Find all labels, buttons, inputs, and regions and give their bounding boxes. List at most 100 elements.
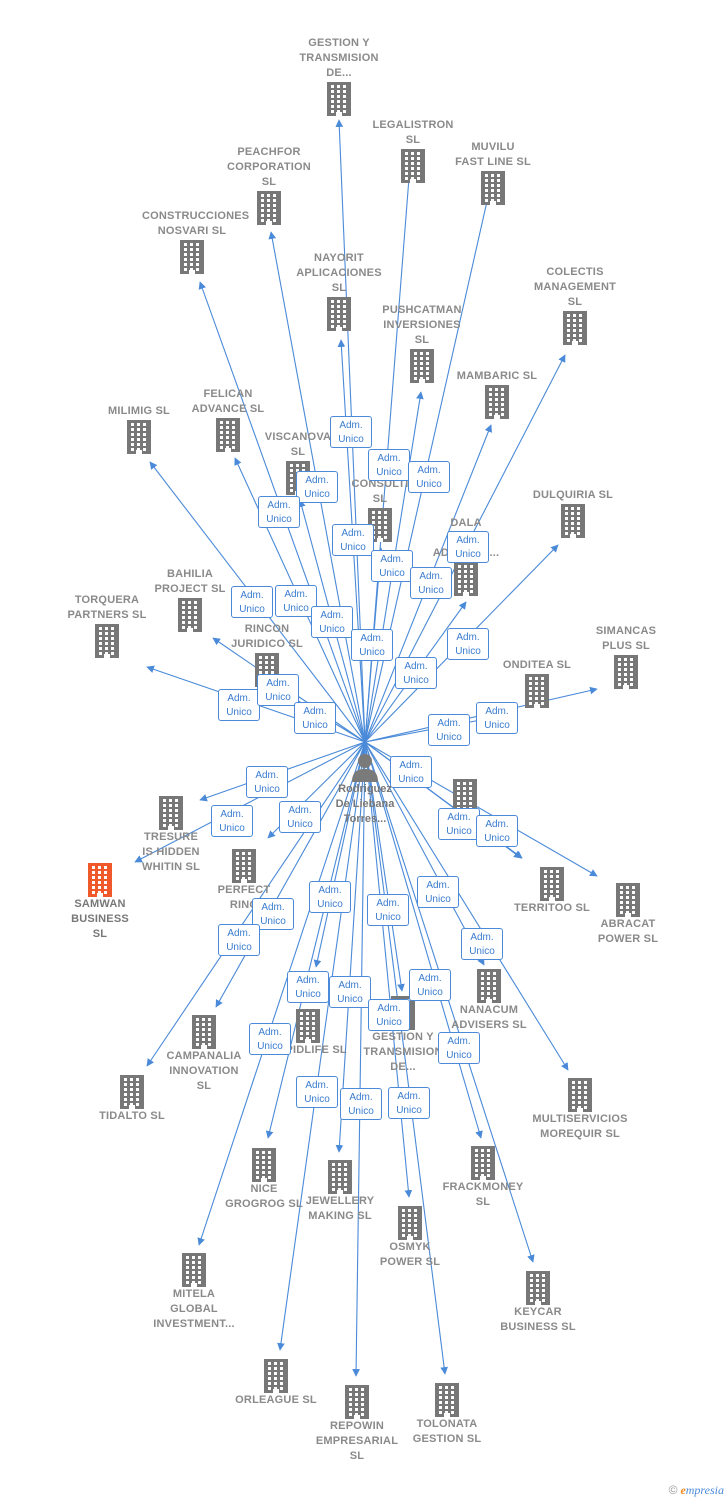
company-label: GESTION Y TRANSMISION DE...	[363, 1031, 443, 1073]
building-icon	[454, 562, 478, 596]
company-node-perfect[interactable]: PERFECT RING	[194, 848, 294, 913]
center-person-label: Rodriguez De Liebana Torres...	[335, 783, 395, 825]
company-node-osmyk[interactable]: OSMYK POWER SL	[360, 1205, 460, 1270]
building-icon	[120, 1075, 144, 1109]
role-badge[interactable]: Adm. Unico	[410, 567, 452, 599]
company-node-peachfor[interactable]: PEACHFOR CORPORATION SL	[219, 145, 319, 225]
role-badge[interactable]: Adm. Unico	[246, 766, 288, 798]
role-badge[interactable]: Adm. Unico	[368, 999, 410, 1031]
role-badge[interactable]: Adm. Unico	[351, 629, 393, 661]
role-badge[interactable]: Adm. Unico	[438, 1032, 480, 1064]
company-node-mitela[interactable]: MITELA GLOBAL INVESTMENT...	[144, 1252, 244, 1332]
company-node-felican[interactable]: FELICAN ADVANCE SL	[178, 387, 278, 452]
role-badge[interactable]: Adm. Unico	[330, 416, 372, 448]
role-badge[interactable]: Adm. Unico	[417, 876, 459, 908]
role-badge[interactable]: Adm. Unico	[428, 714, 470, 746]
company-node-rapidlife[interactable]: RAPIDLIFE SL	[258, 1008, 358, 1058]
company-node-tresure[interactable]: TRESURE IS HIDDEN WHITIN SL	[121, 795, 221, 875]
building-icon	[435, 1383, 459, 1417]
role-badge[interactable]: Adm. Unico	[287, 971, 329, 1003]
company-node-nanacum[interactable]: NANACUM ADVISERS SL	[439, 968, 539, 1033]
role-badge[interactable]: Adm. Unico	[252, 898, 294, 930]
role-badge[interactable]: Adm. Unico	[296, 1076, 338, 1108]
role-badge[interactable]: Adm. Unico	[368, 449, 410, 481]
role-badge[interactable]: Adm. Unico	[438, 808, 480, 840]
role-badge[interactable]: Adm. Unico	[476, 702, 518, 734]
role-badge[interactable]: Adm. Unico	[447, 531, 489, 563]
company-node-legalistron[interactable]: LEGALISTRON SL	[363, 118, 463, 183]
role-badge[interactable]: Adm. Unico	[218, 924, 260, 956]
company-label: LEGALISTRON SL	[372, 119, 454, 146]
company-node-jewellery[interactable]: JEWELLERY MAKING SL	[290, 1159, 390, 1224]
company-node-frackmoney[interactable]: FRACKMONEY SL	[433, 1145, 533, 1210]
edge-multiservicios	[364, 741, 569, 1071]
role-badge[interactable]: Adm. Unico	[329, 976, 371, 1008]
company-node-samwan[interactable]: SAMWAN BUSINESS SL	[50, 862, 150, 942]
company-node-bahilia[interactable]: BAHILIA PROJECT SL	[140, 567, 240, 632]
role-badge[interactable]: Adm. Unico	[461, 928, 503, 960]
role-badge[interactable]: Adm. Unico	[218, 689, 260, 721]
role-badge[interactable]: Adm. Unico	[258, 496, 300, 528]
role-badge[interactable]: Adm. Unico	[211, 805, 253, 837]
company-label: FRACKMONEY SL	[442, 1181, 524, 1208]
role-badge[interactable]: Adm. Unico	[340, 1088, 382, 1120]
role-badge[interactable]: Adm. Unico	[231, 586, 273, 618]
company-node-onditea[interactable]: ONDITEA SL	[487, 658, 587, 708]
company-node-muvilu[interactable]: MUVILU FAST LINE SL	[443, 140, 543, 205]
building-icon	[614, 655, 638, 689]
role-badge[interactable]: Adm. Unico	[367, 894, 409, 926]
role-badge[interactable]: Adm. Unico	[409, 969, 451, 1001]
role-badge[interactable]: Adm. Unico	[395, 657, 437, 689]
company-label: MUVILU FAST LINE SL	[455, 141, 531, 168]
role-badge[interactable]: Adm. Unico	[275, 585, 317, 617]
company-node-construcciones[interactable]: CONSTRUCCIONES NOSVARI SL	[142, 209, 250, 274]
company-node-territoo[interactable]: TERRITOO SL	[502, 866, 602, 916]
company-node-tolonata[interactable]: TOLONATA GESTION SL	[397, 1382, 497, 1447]
company-node-gestion1[interactable]: GESTION Y TRANSMISION DE...	[289, 36, 389, 116]
building-icon	[216, 418, 240, 452]
company-node-campanalia[interactable]: CAMPANALIA INNOVATION SL	[154, 1014, 254, 1094]
company-node-nayorit[interactable]: NAYORIT APLICACIONES SL	[289, 251, 389, 331]
role-badge[interactable]: Adm. Unico	[408, 461, 450, 493]
role-badge[interactable]: Adm. Unico	[279, 801, 321, 833]
company-node-simancas[interactable]: SIMANCAS PLUS SL	[576, 624, 676, 689]
role-badge[interactable]: Adm. Unico	[332, 524, 374, 556]
company-label: CONSTRUCCIONES NOSVARI SL	[142, 210, 250, 237]
role-badge[interactable]: Adm. Unico	[371, 550, 413, 582]
company-node-mambaric[interactable]: MAMBARIC SL	[447, 369, 547, 419]
center-person-node[interactable]: Rodriguez De Liebana Torres...	[310, 752, 420, 827]
building-icon	[481, 171, 505, 205]
company-node-pushcatman[interactable]: PUSHCATMAN INVERSIONES SL	[372, 303, 472, 383]
role-badge[interactable]: Adm. Unico	[257, 674, 299, 706]
company-node-colectis[interactable]: COLECTIS MANAGEMENT SL	[525, 265, 625, 345]
role-badge[interactable]: Adm. Unico	[390, 756, 432, 788]
edge-campanalia	[215, 741, 366, 1008]
role-badge[interactable]: Adm. Unico	[388, 1087, 430, 1119]
company-node-repowin[interactable]: REPOWIN EMPRESARIAL SL	[307, 1384, 407, 1464]
role-badge[interactable]: Adm. Unico	[296, 471, 338, 503]
company-label: RINCON JURIDICO SL	[231, 623, 303, 650]
company-label: SAMWAN BUSINESS SL	[71, 898, 129, 940]
role-badge[interactable]: Adm. Unico	[311, 606, 353, 638]
company-node-dulquiria[interactable]: DULQUIRIA SL	[523, 488, 623, 538]
role-badge[interactable]: Adm. Unico	[294, 702, 336, 734]
company-label: COLECTIS MANAGEMENT SL	[533, 266, 617, 308]
company-label: NAYORIT APLICACIONES SL	[296, 252, 382, 294]
role-badge[interactable]: Adm. Unico	[309, 881, 351, 913]
edge-tolonata	[364, 741, 448, 1375]
company-node-nice[interactable]: NICE GROGROG SL	[214, 1147, 314, 1212]
role-badge[interactable]: Adm. Unico	[249, 1023, 291, 1055]
company-label: NANACUM ADVISERS SL	[451, 1004, 527, 1031]
role-badge[interactable]: Adm. Unico	[476, 815, 518, 847]
company-node-keycar[interactable]: KEYCAR BUSINESS SL	[488, 1270, 588, 1335]
company-node-multiservicios[interactable]: MULTISERVICIOS MOREQUIR SL	[530, 1077, 630, 1142]
company-node-torquera[interactable]: TORQUERA PARTNERS SL	[57, 593, 157, 658]
company-label: MITELA GLOBAL INVESTMENT...	[153, 1288, 235, 1330]
company-node-abracat[interactable]: ABRACAT POWER SL	[578, 882, 678, 947]
role-badge[interactable]: Adm. Unico	[447, 628, 489, 660]
building-icon	[159, 796, 183, 830]
building-icon	[526, 1271, 550, 1305]
company-node-tidalto[interactable]: TIDALTO SL	[82, 1074, 182, 1124]
company-node-orleague[interactable]: ORLEAGUE SL	[226, 1358, 326, 1408]
company-node-milimig[interactable]: MILIMIG SL	[89, 404, 189, 454]
